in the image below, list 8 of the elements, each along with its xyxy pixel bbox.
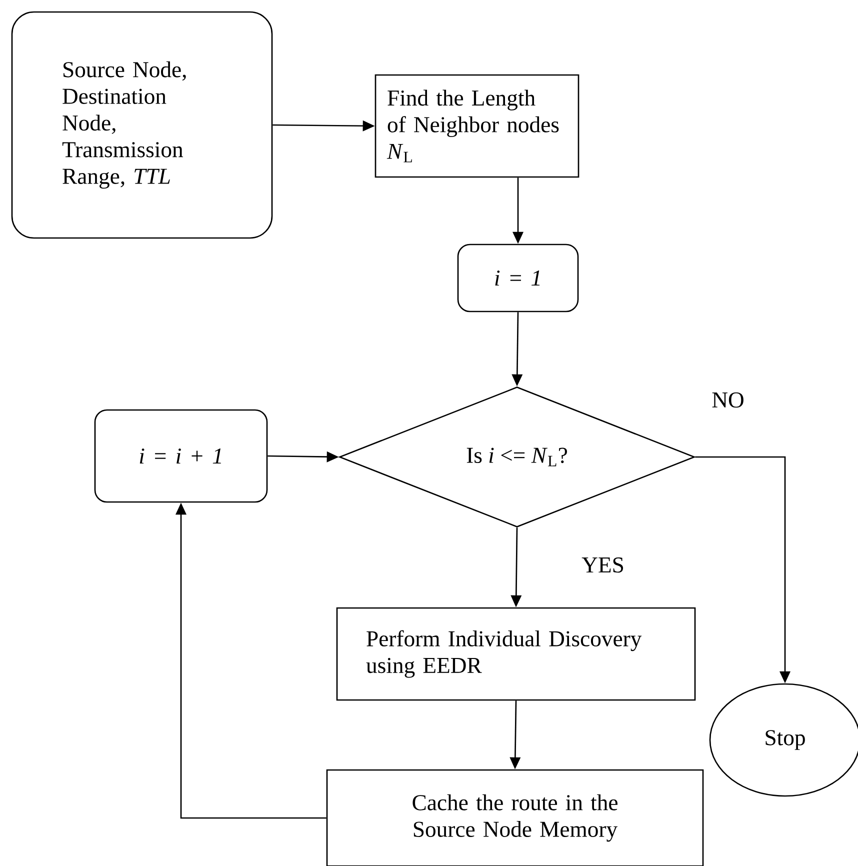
rounded-box: i = 1	[457, 244, 579, 312]
edge-label: NO	[710, 391, 746, 409]
rounded-box: Source Node, Destination Node, Transmission Range, TTL	[11, 11, 273, 239]
process-box: Perform Individual Discovery using EEDR	[336, 607, 696, 701]
rounded-box: i = i + 1	[94, 409, 268, 503]
process-box: Find the Length of Neighbor nodes N$_{L}$	[374, 74, 580, 178]
process-box: Cache the route in the Source Node Memory	[326, 769, 704, 866]
edge-label: YES	[580, 556, 626, 574]
